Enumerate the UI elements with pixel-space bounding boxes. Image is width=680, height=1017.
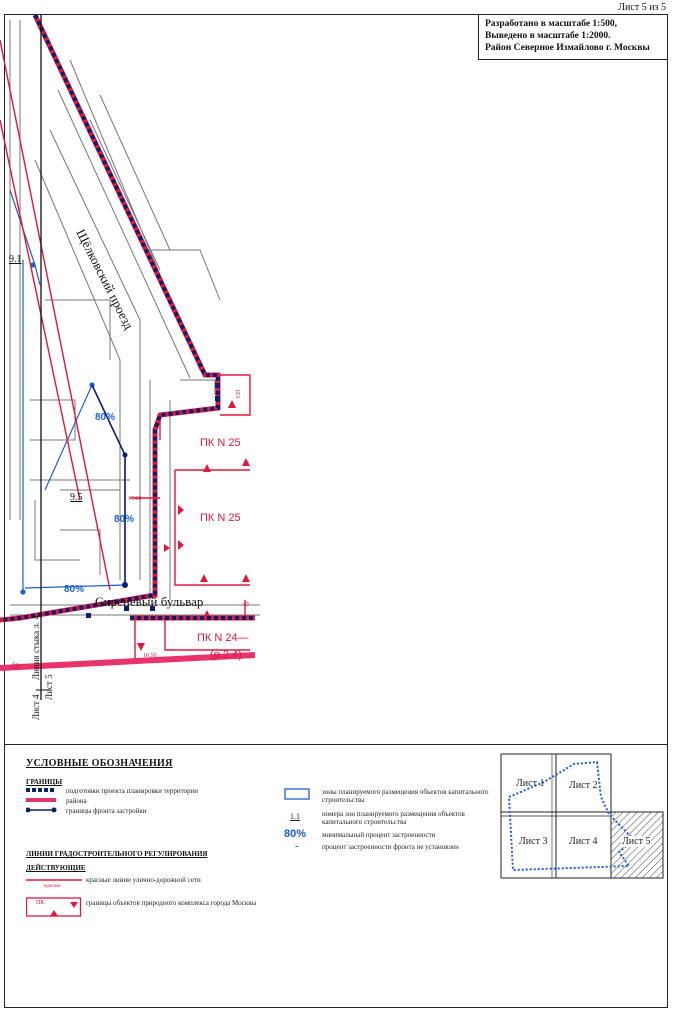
legend-title: УСЛОВНЫЕ ОБОЗНАЧЕНИЯ (26, 758, 173, 769)
percent-label-3: 80% (64, 584, 84, 595)
red-lines (0, 39, 251, 660)
title-line-1: Разработано в масштабе 1:500, (485, 19, 617, 29)
legend-percent-sample: 80% (284, 828, 307, 840)
project-boundary (0, 13, 255, 623)
district-border (0, 652, 256, 671)
map-frame (4, 14, 668, 1008)
legend-item-district: района (66, 797, 87, 805)
legend-item-front: границы фронта застройки (66, 807, 147, 815)
small-value-2: 10.50 (143, 653, 157, 659)
pk-label-2: ПК N 25 (200, 512, 241, 524)
legend-dash-sample: - (295, 840, 299, 852)
legend-borders-heading: ГРАНИЦЫ (26, 778, 63, 786)
building-front-border (91, 384, 128, 588)
small-value-4: 8 (242, 602, 251, 606)
pk-label-4: (р.2.4) (210, 649, 242, 661)
side-label-sheet4: Лист 4 (31, 694, 41, 720)
percent-label-2: 80% (114, 514, 134, 525)
zone-number-1: 9.1 (9, 254, 22, 265)
legend: УСЛОВНЫЕ ОБОЗНАЧЕНИЯ ГРАНИЦЫ подготовки … (4, 746, 668, 1008)
red-markers (137, 400, 250, 651)
legend-regulation-swatches (26, 879, 82, 917)
side-label-join: Линия стыка л. 4 (31, 615, 41, 680)
boundary-nodes (86, 383, 220, 618)
legend-divider (4, 744, 668, 745)
pk-label-3: ПК N 24— (197, 632, 249, 644)
percent-label-1: 80% (95, 412, 115, 423)
legend-zone-areas: зоны планируемого размещения объектов ка… (322, 788, 489, 804)
legend-border-swatches (26, 788, 57, 813)
legend-red-lines: красные линии улично-дорожной сети (86, 876, 201, 884)
title-line-3: Район Северное Измайлово г. Москвы (485, 43, 650, 53)
legend-existing-heading: ДЕЙСТВУЮЩИЕ (26, 864, 86, 872)
street-outlines (9, 20, 260, 616)
street-horizontal-label: Сиреневый бульвар (95, 594, 203, 609)
small-value-1: 17.00 (128, 496, 142, 502)
key-sheet-1: Лист 1 (516, 778, 545, 789)
sheet-label: Лист 5 из 5 (618, 2, 666, 13)
key-sheet-2: Лист 2 (569, 780, 598, 791)
small-value-5: СП (236, 389, 242, 398)
key-sheet-5: Лист 5 (621, 836, 652, 847)
legend-pk-box: ПК (36, 900, 45, 906)
legend-item-project: подготовки проекта планировки территории (66, 787, 199, 795)
legend-min-percent: минимальный процент застроенности (322, 831, 436, 839)
key-sheet-4: Лист 4 (569, 836, 598, 847)
key-sheet-3: Лист 3 (519, 836, 548, 847)
legend-zone-numbers: номера зон планируемого размещения объек… (322, 810, 465, 826)
legend-zone-num-sample: 1.1 (290, 812, 300, 821)
small-value-3: (р (12, 660, 20, 670)
planning-map: Щёлковский проезд Сиреневый бульвар ПК N… (0, 13, 260, 720)
zone-points (20, 262, 95, 595)
legend-natural-borders: границы объектов природного комплекса го… (86, 899, 257, 907)
title-line-2: Выведено в масштабе 1:2000. (485, 31, 611, 41)
legend-front-not-set: процент застроенности фронта не установл… (322, 843, 459, 851)
side-label-sheet5: Лист 5 (44, 674, 54, 700)
title-block: Разработано в масштабе 1:500, Выведено в… (478, 14, 668, 60)
pk-label-1: ПК N 25 (200, 437, 241, 449)
zone-number-2: 9.5 (70, 492, 83, 503)
legend-regulation-heading: ЛИНИИ ГРАДОСТРОИТЕЛЬНОГО РЕГУЛИРОВАНИЯ (26, 850, 208, 858)
legend-zone-swatch (284, 788, 310, 800)
legend-red-small: красная (44, 884, 61, 889)
sheet-key-map (500, 753, 664, 879)
